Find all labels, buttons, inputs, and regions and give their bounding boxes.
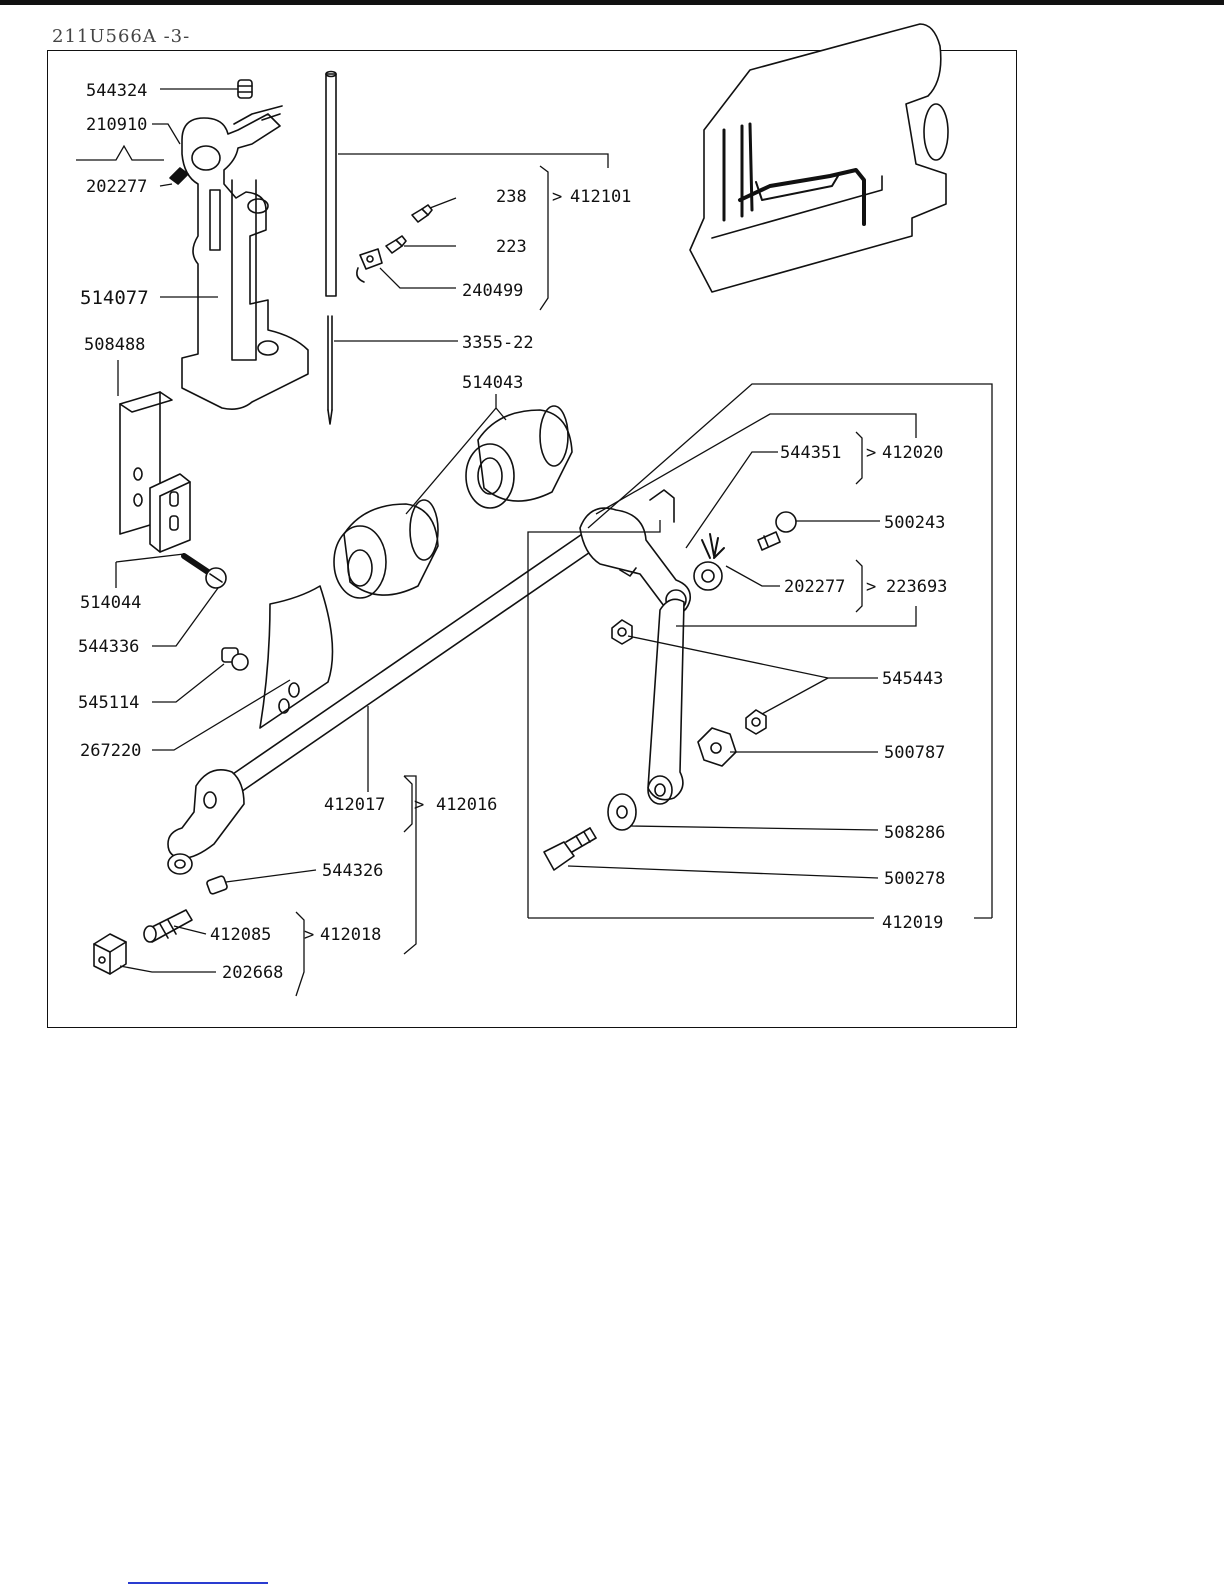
label-210910: 210910 — [86, 115, 147, 135]
screw-223 — [386, 236, 406, 253]
leader-544326 — [226, 870, 316, 882]
screw-238 — [412, 205, 432, 222]
nut-545443-upper — [612, 620, 632, 644]
set-screw-202277-right — [694, 534, 724, 590]
leader-202277-right — [726, 566, 780, 586]
screw-500278 — [544, 828, 596, 870]
label-500278: 500278 — [884, 869, 945, 889]
leader-202277-left — [160, 184, 172, 186]
crank-412016 — [168, 770, 244, 874]
label-223693: 223693 — [886, 577, 947, 597]
needle-bar — [326, 72, 336, 297]
stud-412085 — [144, 910, 192, 942]
label-514043: 514043 — [462, 373, 523, 393]
label-412019: 412019 — [882, 913, 943, 933]
screw-545114 — [222, 648, 248, 670]
connecting-link — [648, 599, 684, 804]
label-240499: 240499 — [462, 281, 523, 301]
label-544324: 544324 — [86, 81, 147, 101]
label-202668: 202668 — [222, 963, 283, 983]
bushing-514043-upper — [466, 406, 572, 508]
bracket-210910 — [76, 146, 164, 160]
thread-guide-240499 — [357, 249, 382, 282]
leader-210910 — [152, 124, 180, 144]
machine-silhouette — [690, 24, 948, 292]
label-238: 238 — [496, 187, 527, 207]
label-545114: 545114 — [78, 693, 139, 713]
washer-508286 — [608, 794, 636, 830]
needle — [328, 316, 332, 424]
label-412085: 412085 — [210, 925, 271, 945]
leader-223693 — [676, 606, 916, 626]
label-267220: 267220 — [80, 741, 141, 761]
bracket-223693-glyph: > — [866, 577, 876, 597]
bracket-412018 — [296, 912, 304, 996]
label-500243: 500243 — [884, 513, 945, 533]
block-202668 — [94, 934, 126, 974]
label-544326: 544326 — [322, 861, 383, 881]
label-223: 223 — [496, 237, 527, 257]
leader-412101 — [338, 154, 608, 168]
label-508488: 508488 — [84, 335, 145, 355]
label-514044: 514044 — [80, 593, 141, 613]
label-202277-left: 202277 — [86, 177, 147, 197]
block-514044 — [150, 474, 190, 552]
bracket-412101 — [540, 166, 548, 310]
label-544351: 544351 — [780, 443, 841, 463]
label-508286: 508286 — [884, 823, 945, 843]
leader-545443-lower — [762, 678, 828, 714]
bracket-412016-glyph: > — [414, 795, 424, 815]
nut-500787 — [698, 728, 736, 766]
label-412017: 412017 — [324, 795, 385, 815]
leader-238 — [430, 198, 456, 208]
label-3355-22: 3355-22 — [462, 333, 534, 353]
label-514077: 514077 — [80, 287, 149, 309]
leader-508286 — [630, 826, 878, 830]
bushing-514043-lower — [334, 500, 438, 598]
leader-544351 — [686, 452, 778, 548]
label-412018: 412018 — [320, 925, 381, 945]
leader-412085 — [174, 926, 206, 934]
leader-202668 — [120, 966, 216, 972]
leader-240499 — [380, 268, 456, 288]
label-412101: 412101 — [570, 187, 631, 207]
screw-500243 — [758, 512, 796, 550]
leader-544336 — [152, 588, 218, 646]
set-screw-544326 — [206, 875, 228, 894]
bracket-412101-glyph: > — [552, 187, 562, 207]
finger-guard-267220 — [260, 586, 333, 728]
label-545443: 545443 — [882, 669, 943, 689]
arm-412020 — [580, 490, 690, 614]
bracket-223693 — [856, 560, 862, 612]
set-screw-544324 — [238, 80, 252, 98]
leader-500278 — [568, 866, 878, 878]
leader-514044-a — [116, 554, 184, 562]
bracket-412020-glyph: > — [866, 443, 876, 463]
bracket-412016-small — [404, 776, 412, 832]
screw-544336 — [184, 556, 226, 588]
label-544336: 544336 — [78, 637, 139, 657]
bracket-412020 — [856, 432, 862, 484]
label-412020: 412020 — [882, 443, 943, 463]
label-500787: 500787 — [884, 743, 945, 763]
needle-bar-frame — [182, 106, 308, 409]
leader-412020 — [596, 414, 916, 514]
bracket-412018-glyph: > — [304, 925, 314, 945]
label-202277-right: 202277 — [784, 577, 845, 597]
leader-545114 — [152, 664, 224, 702]
label-412016: 412016 — [436, 795, 497, 815]
